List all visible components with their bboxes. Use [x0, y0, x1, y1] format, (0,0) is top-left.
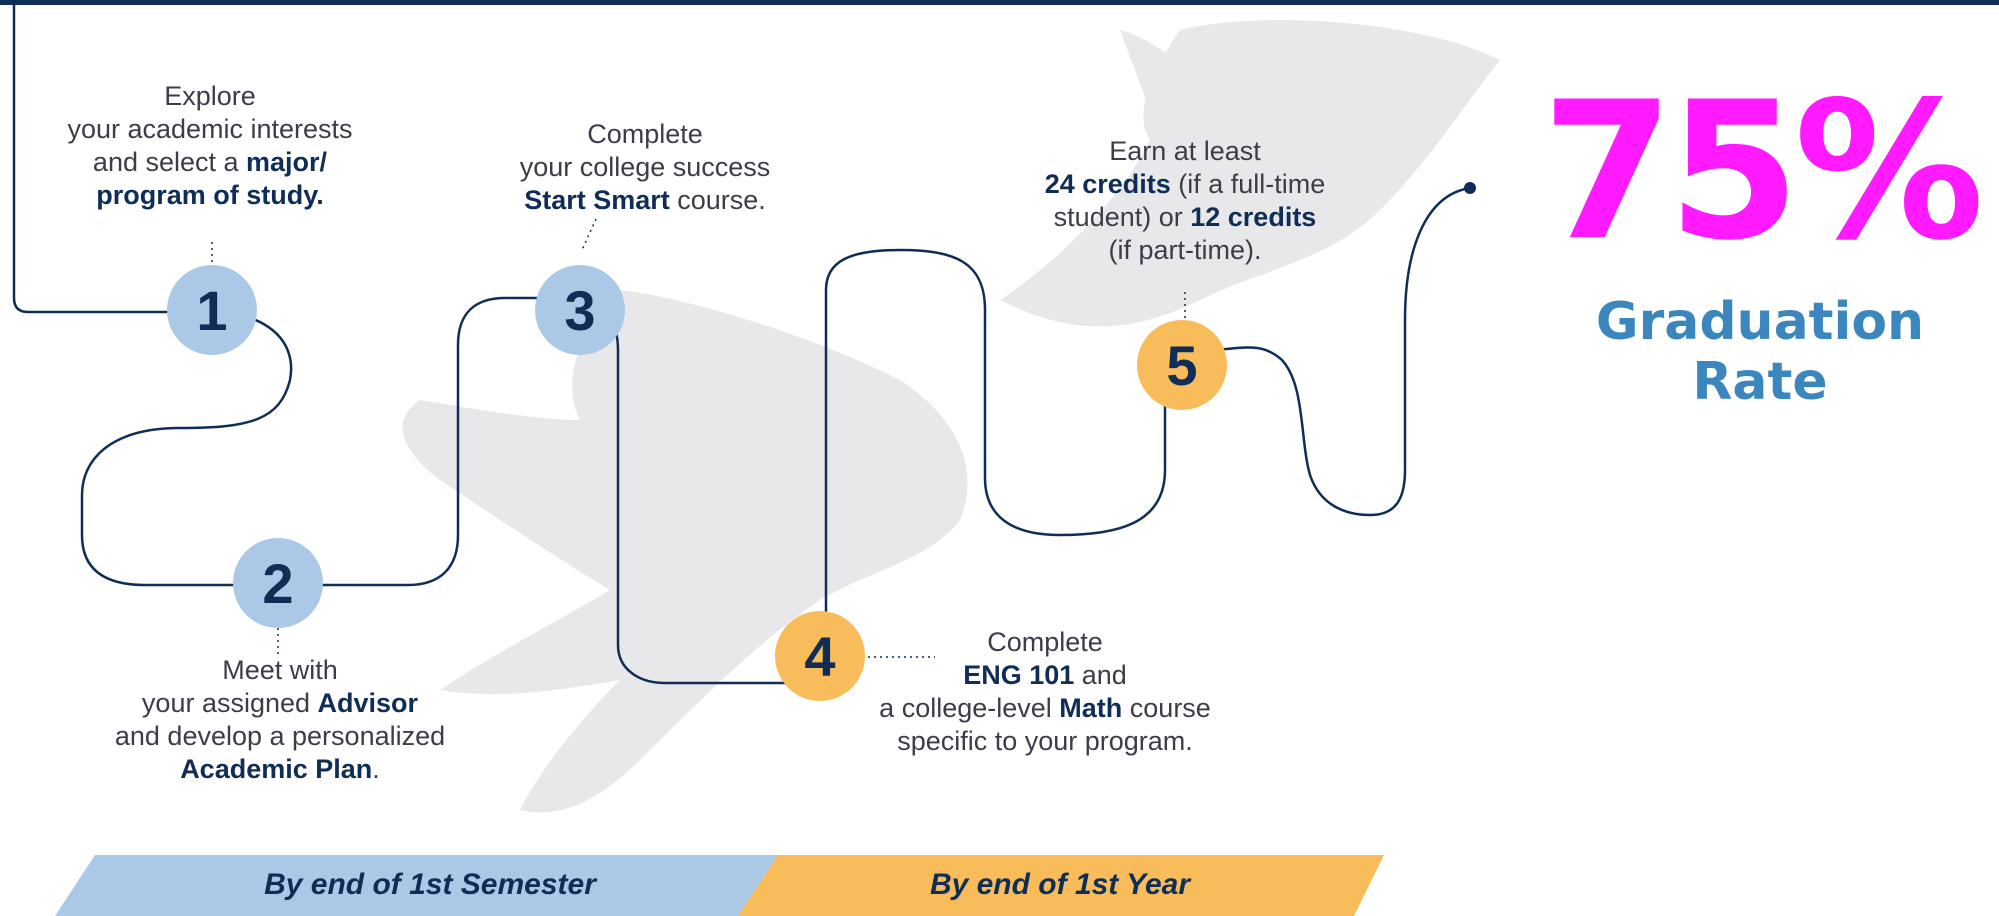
step-text-plain: (if a full-time [1170, 169, 1326, 199]
step-4-line: Complete [855, 626, 1235, 659]
dotted-connectors [211, 218, 1186, 658]
path-end-dot [1464, 182, 1476, 194]
step-text-plain: Meet with [222, 655, 338, 685]
step-text-plain: Complete [987, 627, 1103, 657]
step-text-plain: a college-level [879, 693, 1060, 723]
step-text-plain: Explore [164, 81, 256, 111]
step-text-plain: (if part-time). [1108, 235, 1262, 265]
step-text-plain: your college success [519, 152, 771, 182]
step-text-plain: and [1074, 660, 1127, 690]
step-5-line: student) or 12 credits [1000, 201, 1370, 234]
step-text-plain: course. [669, 185, 766, 215]
step-5-badge: 5 [1137, 320, 1227, 410]
step-text-emphasis: major/ [246, 147, 328, 177]
top-bar [0, 0, 1999, 5]
step-2-line: Academic Plan. [95, 753, 465, 786]
step-1-line: Explore [40, 80, 380, 113]
step-5-line: Earn at least [1000, 135, 1370, 168]
step-text-emphasis: Math [1059, 693, 1123, 723]
step-2-line: your assigned Advisor [95, 687, 465, 720]
band-semester-label: By end of 1st Semester [264, 868, 596, 901]
step-text-emphasis: ENG 101 [963, 660, 1075, 690]
band-year-label: By end of 1st Year [929, 868, 1191, 901]
step-text-emphasis: Advisor [317, 688, 419, 718]
step-text-emphasis: Start Smart [524, 185, 670, 215]
step-text-plain: your assigned [141, 688, 318, 718]
step-4-badge: 4 [775, 611, 865, 701]
step-1-line: and select a major/ [40, 146, 380, 179]
step-text-plain: Complete [587, 119, 703, 149]
step-3-line: Start Smart course. [480, 184, 810, 217]
step-text-plain: and select a [92, 147, 247, 177]
step-2-badge: 2 [233, 538, 323, 628]
step-text-plain: your academic interests [67, 114, 353, 144]
step-text-plain: and develop a personalized [114, 721, 446, 751]
step-5-line: 24 credits (if a full-time [1000, 168, 1370, 201]
step-2-line: Meet with [95, 654, 465, 687]
step-4-line: a college-level Math course [855, 692, 1235, 725]
step-1-line: your academic interests [40, 113, 380, 146]
step-text-plain: student) or [1053, 202, 1191, 232]
step-text-plain: specific to your program. [897, 726, 1193, 756]
step-text-emphasis: Academic Plan [180, 754, 373, 784]
step-3-line: Complete [480, 118, 810, 151]
step-3-badge: 3 [535, 265, 625, 355]
step-text-plain: . [372, 754, 380, 784]
step-text-emphasis: 24 credits [1044, 169, 1171, 199]
step-3-line: your college success [480, 151, 810, 184]
step-text-emphasis: program of study. [96, 180, 324, 210]
graduation-rate-label: Graduation Rate [1595, 292, 1925, 412]
step-1-badge: 1 [167, 265, 257, 355]
band-semester-shape [55, 855, 778, 916]
step-4-line: specific to your program. [855, 725, 1235, 758]
step-1-line: program of study. [40, 179, 380, 212]
step-text-emphasis: 12 credits [1190, 202, 1317, 232]
roadmap-path [12, 0, 1471, 685]
step-4-line: ENG 101 and [855, 659, 1235, 692]
graduation-rate-value: 75% [1541, 61, 1985, 282]
step-5-line: (if part-time). [1000, 234, 1370, 267]
band-year-shape [738, 855, 1384, 916]
step-2-line: and develop a personalized [95, 720, 465, 753]
step-text-plain: course [1122, 693, 1211, 723]
step-text-plain: Earn at least [1109, 136, 1261, 166]
